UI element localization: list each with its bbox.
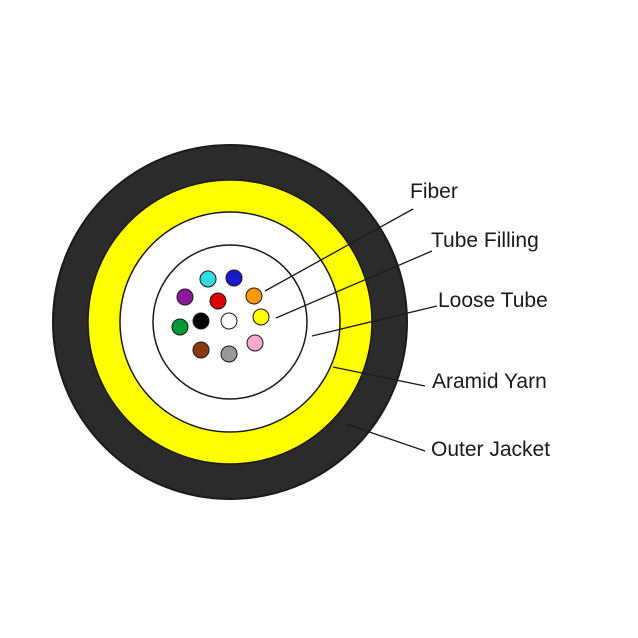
fiber-black	[192, 312, 210, 330]
fiber-red	[209, 292, 227, 310]
fiber-blue	[225, 269, 243, 287]
aramid-yarn-leader-line	[332, 366, 426, 387]
tube-filling-label: Tube Filling	[431, 229, 539, 252]
outer-jacket-leader-line	[345, 423, 426, 452]
loose-tube-leader-line	[311, 305, 438, 337]
fiber-rose	[246, 334, 264, 352]
fiber-brown	[192, 341, 210, 359]
fiber-white	[220, 312, 238, 330]
fiber-yellow	[252, 308, 270, 326]
fiber-slate	[220, 345, 238, 363]
fiber-violet	[176, 288, 194, 306]
fiber-label: Fiber	[410, 180, 458, 203]
aramid-yarn-label: Aramid Yarn	[432, 370, 547, 393]
fiber-group	[171, 269, 270, 363]
leader-lines	[264, 208, 438, 452]
fiber-green	[171, 318, 189, 336]
fiber-aqua	[199, 270, 217, 288]
fiber-orange	[245, 287, 263, 305]
outer-jacket-label: Outer Jacket	[431, 438, 550, 461]
loose-tube-label: Loose Tube	[438, 289, 548, 312]
fiber-leader-line	[264, 208, 414, 292]
tube-filling-leader-line	[275, 250, 433, 319]
